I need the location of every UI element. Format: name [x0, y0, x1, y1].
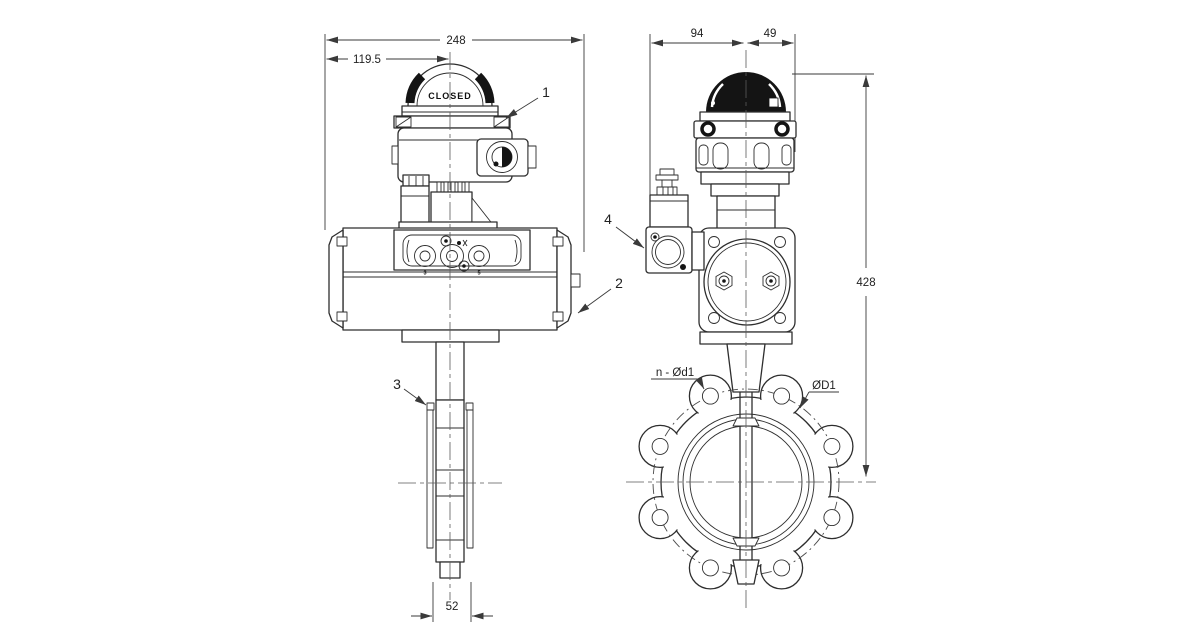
- mounting-bracket-front: [398, 181, 498, 230]
- dim-49-label: 49: [764, 28, 777, 40]
- indicator-state-label: CLOSED: [428, 91, 472, 101]
- pneumatic-actuator-front: 3 5: [328, 227, 581, 331]
- air-port-center: [440, 244, 464, 268]
- pneumatic-actuator-side: [698, 227, 796, 345]
- actuator-left-end-cap: [328, 229, 344, 329]
- dimension-center-offset: 119.5: [326, 54, 449, 66]
- air-port-left: [414, 245, 436, 267]
- callout-2-label: 2: [615, 275, 623, 291]
- annotation-bolt-holes: n - Ød1: [651, 367, 705, 390]
- dim-248-label: 248: [446, 35, 465, 47]
- dim-94-label: 94: [691, 28, 704, 40]
- dimension-overall-width: 248: [324, 34, 585, 252]
- bolt-circle-label: ØD1: [812, 380, 836, 392]
- dimension-body-width: 52: [411, 582, 493, 622]
- limit-switch-box-side: [693, 120, 797, 197]
- limit-switch-box-front: [391, 115, 537, 183]
- callout-3-label: 3: [393, 376, 401, 392]
- callout-actuator: 2: [577, 275, 623, 314]
- front-view: 248 119.5 CLOSED: [324, 34, 623, 622]
- dim-428-label: 428: [856, 277, 875, 289]
- callout-valve-body: 3: [393, 376, 427, 406]
- port-number-right: 5: [477, 271, 480, 277]
- position-indicator-dome-side: [699, 72, 791, 122]
- callout-limit-switch-box: 1: [505, 84, 550, 119]
- dim-119-5-label: 119.5: [353, 54, 381, 66]
- actuator-right-end-cap: [556, 229, 572, 329]
- solenoid-valve-side: [645, 168, 705, 274]
- annotation-bolt-circle: ØD1: [799, 380, 839, 409]
- side-view: 94 49 428: [604, 28, 876, 612]
- bolt-holes-label: n - Ød1: [656, 367, 694, 379]
- dimension-overall-height: 428: [792, 73, 876, 477]
- solenoid-valve-front: [400, 174, 430, 227]
- position-indicator-dome-front: CLOSED: [401, 63, 499, 117]
- dim-52-label: 52: [446, 601, 459, 613]
- callout-4-label: 4: [604, 211, 612, 227]
- callout-solenoid-valve: 4: [604, 211, 645, 249]
- port-number-left: 3: [423, 271, 426, 277]
- callout-1-label: 1: [542, 84, 550, 100]
- air-port-right: [468, 245, 490, 267]
